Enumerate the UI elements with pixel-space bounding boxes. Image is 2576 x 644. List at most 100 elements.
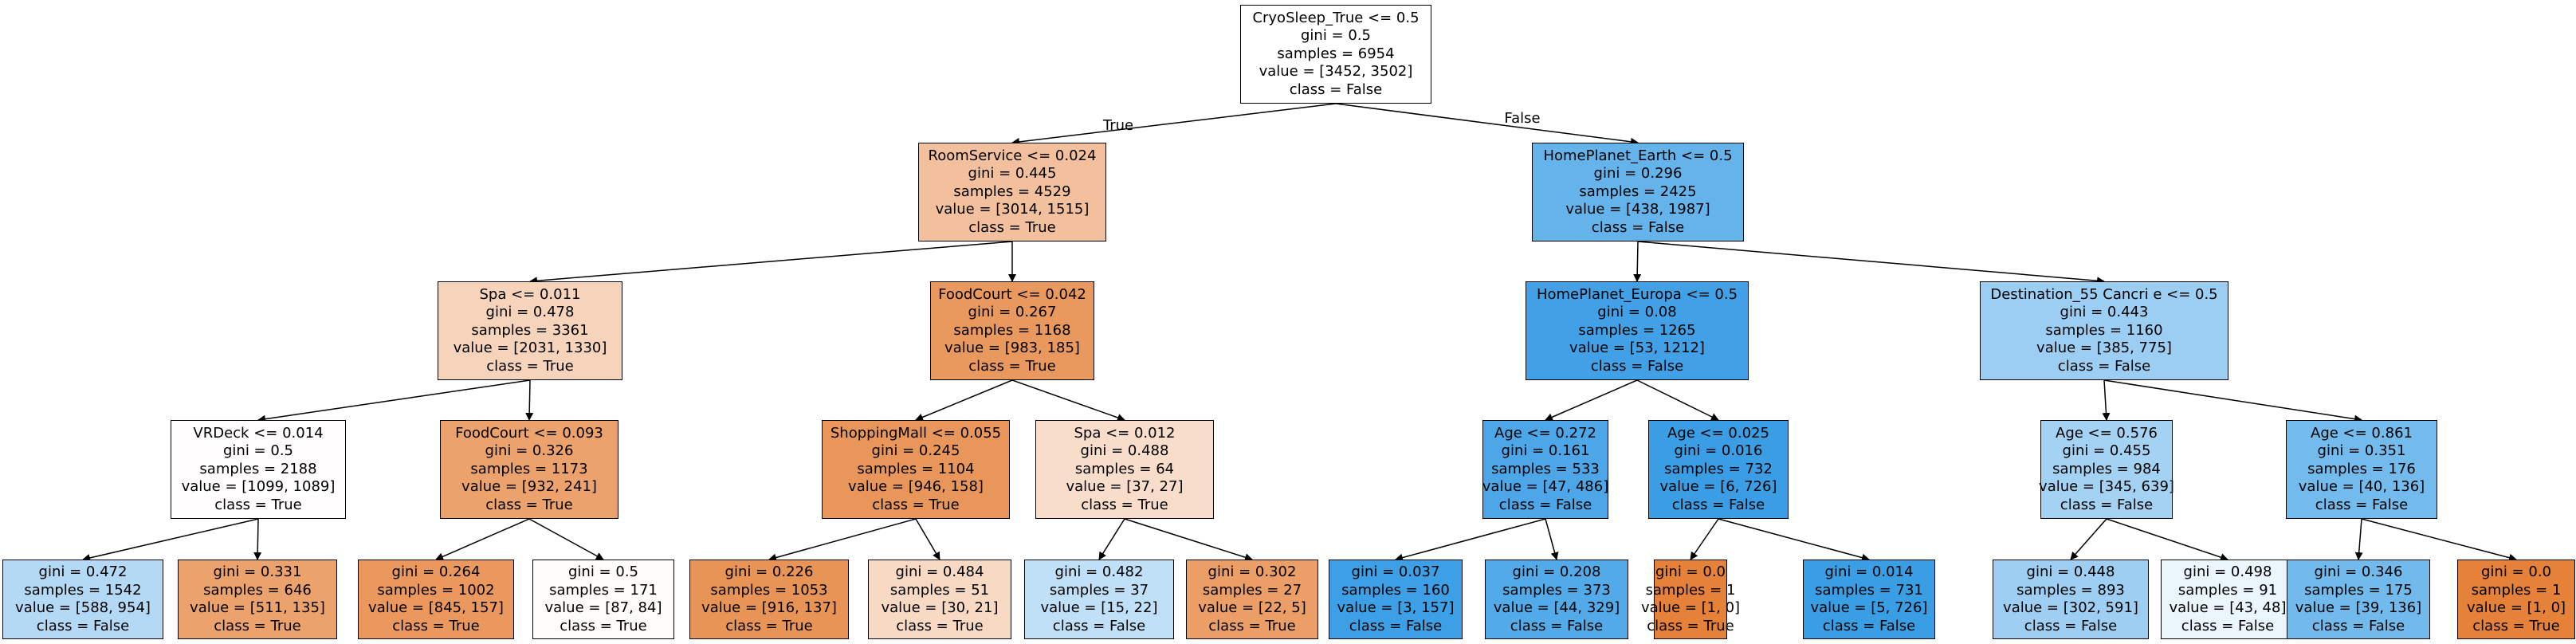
node-samples-text: samples = 731 <box>1815 581 1923 599</box>
edge-n1-n3 <box>529 241 1013 285</box>
node-value-text: value = [916, 137] <box>701 599 837 616</box>
node-samples-text: samples = 984 <box>2052 460 2161 477</box>
node-value-text: value = [40, 136] <box>2298 478 2425 496</box>
node-value-text: value = [438, 1987] <box>1565 201 1710 218</box>
node-class-text: class = True <box>485 496 573 513</box>
edge-n3-n7 <box>257 379 531 423</box>
node-value-text: value = [932, 241] <box>461 478 597 496</box>
node-class-text: class = True <box>1081 496 1168 513</box>
node-samples-text: samples = 6954 <box>1277 45 1395 62</box>
node-value-text: value = [1, 0] <box>1640 599 1741 616</box>
node-samples-text: samples = 175 <box>2304 581 2413 599</box>
node-gini-text: gini = 0.5 <box>223 442 293 460</box>
node-split-text: CryoSleep_True <= 0.5 <box>1252 9 1420 26</box>
node-class-text: class = True <box>392 617 480 634</box>
node-gini-text: gini = 0.445 <box>968 165 1057 183</box>
node-gini-text: gini = 0.245 <box>871 442 960 460</box>
node-samples-text: samples = 1160 <box>2045 321 2163 339</box>
node-class-text: class = False <box>2181 617 2275 634</box>
edge-n9-n19 <box>768 518 917 562</box>
node-samples-text: samples = 160 <box>1341 581 1450 599</box>
node-class-text: class = False <box>1349 617 1443 634</box>
node-value-text: value = [44, 329] <box>1493 599 1620 616</box>
edge-n13-n28 <box>2106 518 2228 561</box>
node-samples-text: samples = 1 <box>2471 581 2562 599</box>
node-gini-text: gini = 0.478 <box>485 304 575 321</box>
node-value-text: value = [588, 954] <box>15 599 151 616</box>
node-class-text: class = False <box>2024 617 2118 634</box>
node-class-text: class = True <box>1647 617 1734 634</box>
edge-n9-n20 <box>915 518 940 560</box>
node-value-text: value = [1099, 1089] <box>181 478 336 496</box>
node-split-text: FoodCourt <= 0.042 <box>938 285 1086 303</box>
node-class-text: class = True <box>1208 617 1296 634</box>
edge-n3-n8 <box>525 379 534 421</box>
node-split-text: Age <= 0.025 <box>1667 424 1769 442</box>
edge-n6-n14 <box>2103 379 2362 423</box>
node-samples-text: samples = 2425 <box>1579 183 1697 200</box>
edge-n10-n21 <box>1098 518 1125 560</box>
node-class-text: class = True <box>896 617 984 634</box>
node-value-text: value = [47, 486] <box>1482 478 1609 496</box>
node-samples-text: samples = 1053 <box>710 581 828 599</box>
edge-n0-n1 <box>1011 103 1337 146</box>
node-samples-text: samples = 3361 <box>471 321 589 339</box>
node-value-text: value = [22, 5] <box>1198 599 1306 616</box>
edge-n6-n13 <box>2102 379 2111 421</box>
node-value-text: value = [87, 84] <box>544 599 662 616</box>
node-gini-text: gini = 0.0 <box>1655 564 1726 580</box>
node-class-text: class = True <box>486 357 574 375</box>
node-gini-text: gini = 0.488 <box>1080 442 1169 460</box>
node-samples-text: samples = 51 <box>889 581 990 599</box>
node-samples-text: samples = 176 <box>2307 460 2416 477</box>
node-gini-text: gini = 0.448 <box>2026 564 2115 580</box>
node-split-text: Age <= 0.576 <box>2056 424 2158 442</box>
node-value-text: value = [946, 158] <box>848 478 984 496</box>
node-gini-text: gini = 0.016 <box>1674 442 1763 460</box>
edge-n7-n15 <box>82 518 259 562</box>
node-samples-text: samples = 1542 <box>24 581 142 599</box>
node-class-text: class = False <box>1289 80 1383 98</box>
node-samples-text: samples = 1002 <box>377 581 495 599</box>
node-split-text: FoodCourt <= 0.093 <box>455 424 603 442</box>
node-split-text: RoomService <= 0.024 <box>928 147 1097 164</box>
node-value-text: value = [6, 726] <box>1659 478 1777 496</box>
edge-n12-n25 <box>1690 518 1719 560</box>
node-gini-text: gini = 0.498 <box>2183 564 2272 580</box>
node-gini-text: gini = 0.264 <box>391 564 481 580</box>
node-value-text: value = [15, 22] <box>1040 599 1158 616</box>
edge-n5-n12 <box>1636 379 1719 421</box>
node-value-text: value = [983, 185] <box>944 340 1080 357</box>
node-value-text: value = [385, 775] <box>2036 340 2172 357</box>
node-samples-text: samples = 171 <box>549 581 658 599</box>
node-samples-text: samples = 732 <box>1664 460 1773 477</box>
node-split-text: Age <= 0.272 <box>1494 424 1596 442</box>
edge-label-true: True <box>1102 117 1134 134</box>
edge-n8-n18 <box>528 518 604 560</box>
node-class-text: class = False <box>2060 496 2154 513</box>
node-gini-text: gini = 0.5 <box>1301 27 1371 45</box>
node-class-text: class = False <box>1591 218 1685 236</box>
node-gini-text: gini = 0.0 <box>2481 564 2551 580</box>
node-gini-text: gini = 0.484 <box>895 564 984 580</box>
node-split-text: VRDeck <= 0.014 <box>193 424 324 442</box>
node-class-text: class = False <box>2315 496 2409 513</box>
node-class-text: class = True <box>2472 617 2560 634</box>
node-value-text: value = [1, 0] <box>2466 599 2566 616</box>
node-value-text: value = [53, 1212] <box>1569 340 1705 357</box>
node-class-text: class = False <box>2057 357 2151 375</box>
node-value-text: value = [43, 48] <box>2169 599 2287 616</box>
node-samples-text: samples = 2188 <box>199 460 317 477</box>
